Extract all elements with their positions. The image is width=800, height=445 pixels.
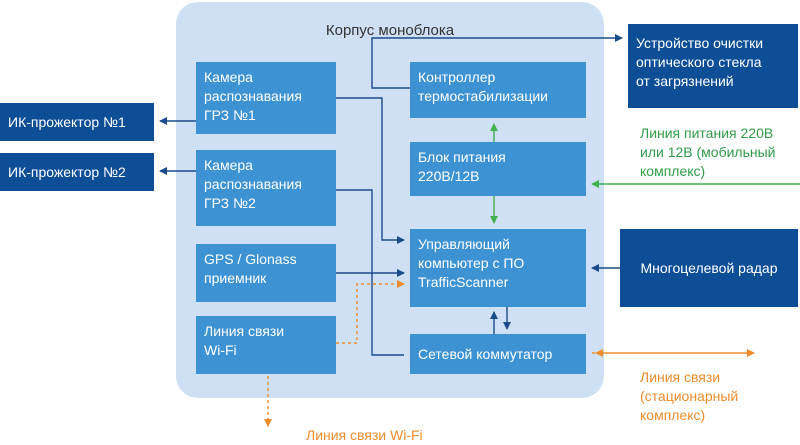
- camera-1-block: Камера распознавания ГРЗ №1: [196, 62, 336, 134]
- camera-2-block: Камера распознавания ГРЗ №2: [196, 150, 336, 226]
- wifi-line-block: Линия связи Wi-Fi: [196, 316, 336, 374]
- housing-title: Корпус моноблока: [325, 22, 455, 39]
- comm-line-label: Линия связи (стационарный комплекс): [640, 369, 739, 423]
- wifi-link-label: Линия связи Wi-Fi: [306, 427, 423, 443]
- power-supply-block: Блок питания 220В/12В: [410, 142, 586, 196]
- control-computer-block: Управляющий компьютер с ПО TrafficScanne…: [410, 229, 586, 307]
- ir-projector-1-block: ИК-прожектор №1: [0, 103, 154, 141]
- line-wifi-to-computer: [336, 280, 405, 344]
- glass-cleaner-block: Устройство очистки оптического стекла от…: [628, 24, 798, 108]
- thermo-controller-block: Контроллер термостабилизации: [410, 62, 586, 118]
- radar-block: Многоцелевой радар: [620, 229, 798, 307]
- line-camera1-to-computer: [336, 97, 405, 244]
- line-controller-to-cleaner: [371, 34, 623, 89]
- gps-receiver-block: GPS / Glonass приемник: [196, 244, 336, 302]
- power-line-label: Линия питания 220В или 12В (мобильный ко…: [640, 125, 776, 179]
- ir-projector-2-block: ИК-прожектор №2: [0, 153, 154, 191]
- network-switch-block: Сетевой коммутатор: [410, 334, 586, 374]
